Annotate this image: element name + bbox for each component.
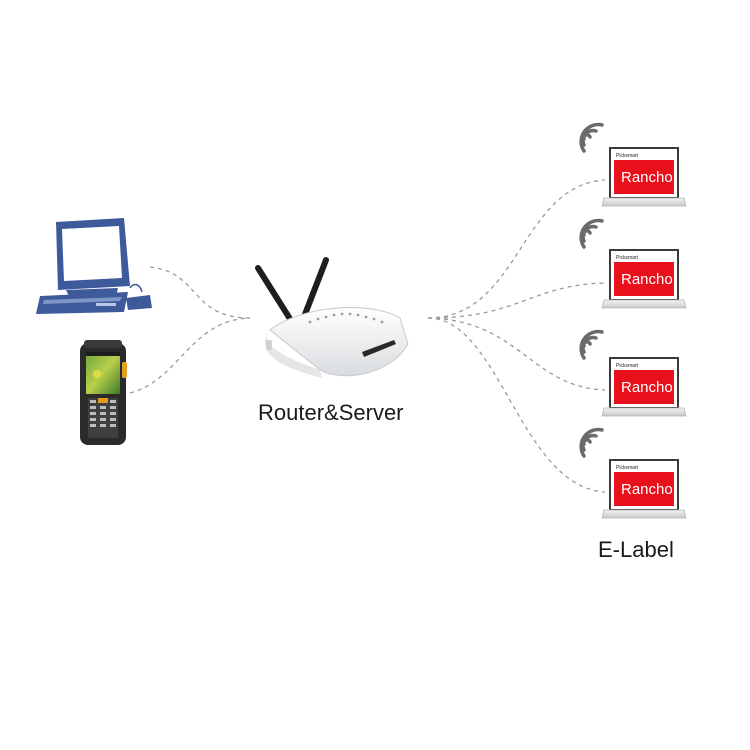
- e-label-brand: Picksmart: [616, 255, 639, 261]
- e-label-icon: Picksmart Rancho: [601, 357, 687, 417]
- e-label-text: Rancho: [621, 379, 673, 396]
- link-router-elabel-3: [427, 317, 606, 391]
- link-computer-router: [149, 266, 251, 319]
- links: [129, 179, 606, 493]
- link-router-elabel-2: [427, 282, 606, 319]
- e-label-icon: Picksmart Rancho: [601, 249, 687, 309]
- e-label-caption: E-Label: [598, 537, 674, 562]
- wifi-icon: [579, 329, 604, 360]
- e-label-icon: Picksmart Rancho: [601, 147, 687, 207]
- e-label-text: Rancho: [621, 481, 673, 498]
- router-caption: Router&Server: [258, 400, 404, 425]
- wifi-icon: [579, 218, 604, 249]
- e-label-brand: Picksmart: [616, 465, 639, 471]
- e-label-icon: Picksmart Rancho: [601, 459, 687, 519]
- wifi-icons: [579, 122, 604, 458]
- computer-icon: [36, 218, 152, 314]
- wifi-icon: [579, 122, 604, 153]
- handheld-scanner-icon: [80, 340, 127, 445]
- router-icon: [255, 257, 409, 378]
- e-label-text: Rancho: [621, 169, 673, 186]
- e-label-brand: Picksmart: [616, 153, 639, 159]
- link-router-elabel-4: [427, 317, 606, 493]
- wifi-icon: [579, 427, 604, 458]
- e-label-text: Rancho: [621, 271, 673, 288]
- link-router-elabel-1: [427, 179, 606, 319]
- e-label-brand: Picksmart: [616, 363, 639, 369]
- link-scanner-router: [129, 317, 251, 394]
